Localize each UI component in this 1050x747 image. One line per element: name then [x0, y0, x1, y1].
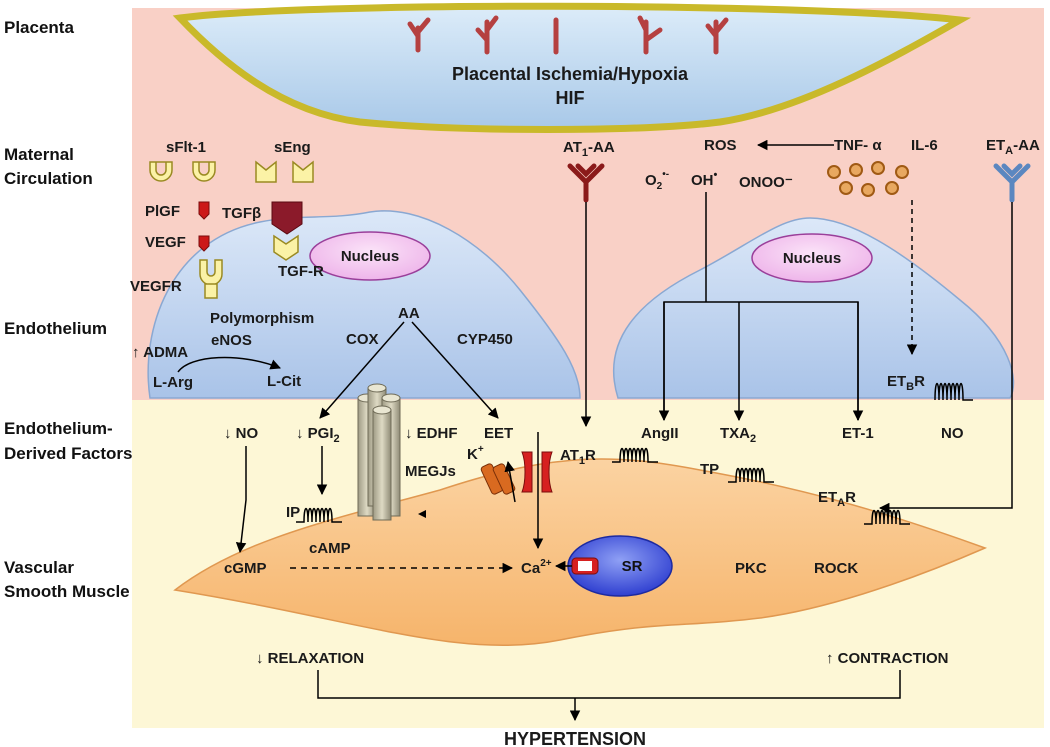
k-efflux-arrow — [504, 460, 516, 503]
placenta-text-2: HIF — [556, 88, 585, 108]
cyp450-label: CYP450 — [457, 331, 513, 348]
row-label-endothelium: Endothelium — [4, 319, 107, 338]
vegf-label: VEGF — [145, 234, 186, 251]
o2-label: O2•- — [645, 169, 669, 192]
at1aa-label: AT1-AA — [563, 139, 615, 159]
sflt1-label: sFlt-1 — [166, 139, 206, 156]
placental-vessels — [407, 15, 729, 55]
onoo-label: ONOO⁻ — [739, 174, 793, 191]
vegfr-label: VEGFR — [130, 278, 182, 295]
hypertension-label: HYPERTENSION — [504, 729, 646, 747]
sr-channel-icon — [571, 557, 599, 575]
placenta-shape — [172, 2, 972, 133]
plgf-icon — [198, 201, 210, 220]
no-to-cgmp-arrow — [235, 446, 247, 554]
tp-receptor-icon — [728, 467, 774, 483]
k-channel-icon — [480, 463, 516, 495]
row-label-vsm-1: Vascular — [4, 558, 74, 577]
tgfb-icon — [271, 201, 303, 235]
at1r-receptor-icon — [612, 447, 658, 463]
row-label-maternal: Maternal — [4, 145, 74, 164]
at1aa-antibody-icon — [567, 163, 605, 203]
nucleus-left — [309, 231, 431, 281]
sr-label: SR — [622, 558, 643, 575]
tgfb-label: TGFβ — [222, 205, 261, 222]
endothelial-cell-left — [147, 210, 581, 399]
etbr-receptor-icon — [934, 382, 973, 401]
lcit-label: L-Cit — [267, 373, 301, 390]
cox-label: COX — [346, 331, 379, 348]
calcium-label: Ca2+ — [521, 558, 552, 577]
placenta-text-1: Placental Ischemia/Hypoxia — [452, 64, 689, 84]
ros-label: ROS — [704, 137, 737, 154]
row-label-edf-2: Derived Factors — [4, 444, 133, 463]
pgi2-label: ↓ PGI2 — [296, 425, 340, 445]
cytokine-particles-icon — [827, 161, 909, 197]
etaaa-antibody-icon — [993, 163, 1031, 203]
tnf-label: TNF- α — [834, 137, 882, 154]
nucleus-left-label: Nucleus — [341, 248, 399, 265]
seng-label: sEng — [274, 139, 311, 156]
adma-label: ↑ ADMA — [132, 344, 188, 361]
etaaa-label: ETA-AA — [986, 137, 1040, 157]
outcome-join-line — [317, 670, 901, 699]
nucleus-right-label: Nucleus — [783, 250, 841, 267]
pathway-arrows — [235, 139, 1013, 722]
eet-label: EET — [484, 425, 513, 442]
il6-label: IL-6 — [911, 137, 938, 154]
aa-to-eet-arrow — [411, 321, 499, 419]
sflt1-icon — [149, 161, 216, 182]
pkc-label: PKC — [735, 560, 767, 577]
nucleus-right — [751, 233, 873, 283]
txa2-label: TXA2 — [720, 425, 756, 445]
larg-label: L-Arg — [153, 374, 193, 391]
megj-gap-junction-icon — [357, 383, 401, 521]
enos-label: eNOS — [211, 332, 252, 349]
aa-label: AA — [398, 305, 420, 322]
megjs-label: MEGJs — [405, 463, 456, 480]
no-right-label: NO — [941, 425, 964, 442]
vegf-icon — [198, 235, 210, 252]
etar-label: ETAR — [818, 489, 856, 509]
megj-arrowhead-icon — [418, 510, 426, 518]
vegfr-icon — [199, 259, 223, 299]
row-label-circulation: Circulation — [4, 169, 93, 188]
edhf-label: ↓ EDHF — [405, 425, 458, 442]
ip-receptor-icon — [296, 507, 342, 523]
oh-label: OH• — [691, 169, 718, 189]
kplus-label: K+ — [467, 444, 484, 463]
aa-to-pgi2-arrow — [319, 321, 405, 419]
plgf-label: PlGF — [145, 203, 180, 220]
contraction-label: ↑ CONTRACTION — [826, 650, 949, 667]
tgfr-label: TGF-R — [278, 263, 324, 280]
ip-label: IP — [286, 504, 300, 521]
row-label-vsm-2: Smooth Muscle — [4, 582, 130, 601]
etaaa-to-etar-arrow — [878, 202, 1013, 514]
relaxation-label: ↓ RELAXATION — [256, 650, 364, 667]
etbr-label: ETBR — [887, 373, 925, 393]
enos-reaction-arrow — [177, 356, 281, 373]
tgfr-icon — [273, 234, 299, 261]
calcium-channel-icon — [521, 451, 553, 493]
seng-icon — [255, 160, 314, 183]
et1-label: ET-1 — [842, 425, 874, 442]
camp-label: cAMP — [309, 540, 351, 557]
row-label-placenta: Placenta — [4, 18, 74, 37]
polymorphism-label: Polymorphism — [210, 310, 314, 327]
row-label-edf-1: Endothelium- — [4, 419, 113, 438]
rock-label: ROCK — [814, 560, 858, 577]
no-left-label: ↓ NO — [224, 425, 259, 442]
cgmp-label: cGMP — [224, 560, 267, 577]
at1r-label: AT1R — [560, 447, 596, 467]
tp-label: TP — [700, 461, 719, 478]
angii-label: AngII — [641, 425, 679, 442]
